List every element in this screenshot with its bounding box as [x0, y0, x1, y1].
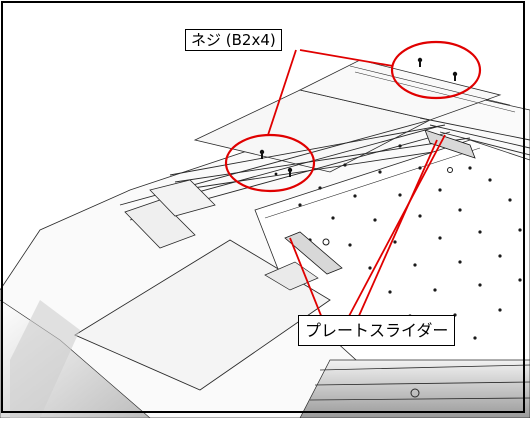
screw-callout-label: ネジ (B2x4) [185, 29, 282, 51]
screw-highlight-left [224, 133, 316, 193]
screw-highlight-top [390, 40, 482, 100]
plate-holes [298, 144, 522, 340]
callout-leader-lines [267, 49, 446, 319]
plate-sliders [284, 129, 476, 275]
slider-callout-label: プレートスライダー [298, 315, 456, 346]
screw-pair-top [417, 57, 458, 81]
screw-pair-left [259, 149, 293, 177]
front-panel [74, 239, 331, 391]
left-block [124, 199, 196, 249]
top-plate-back [298, 59, 502, 121]
